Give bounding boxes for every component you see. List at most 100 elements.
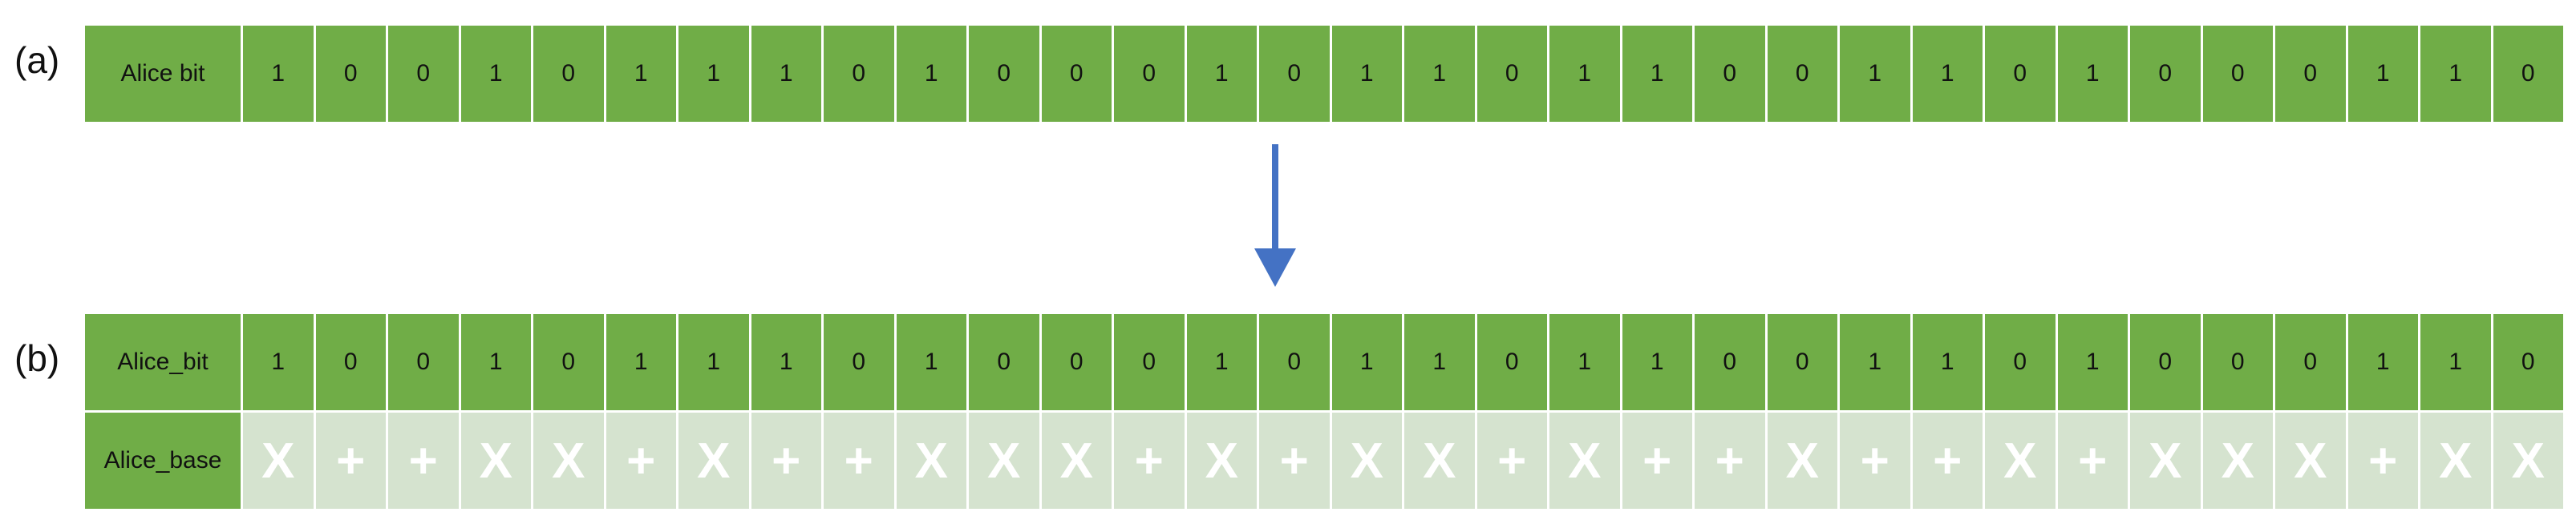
bit-cell: 0 (969, 314, 1042, 410)
bit-cell: 1 (751, 314, 824, 410)
bit-cell: 0 (2202, 26, 2275, 122)
bit-cell: 1 (2057, 26, 2130, 122)
bit-cell: 0 (2493, 26, 2563, 122)
bit-cell: 1 (1622, 26, 1695, 122)
base-cell: X (1186, 413, 1259, 509)
bit-cell: 0 (1695, 314, 1768, 410)
base-cell: + (388, 413, 461, 509)
bit-cell: 0 (1041, 26, 1114, 122)
bit-cell: 1 (2420, 26, 2493, 122)
row-header: Alice bit (85, 26, 243, 122)
base-cell: X (1404, 413, 1477, 509)
bit-cell: 0 (1985, 314, 2058, 410)
bit-cell: 1 (678, 26, 751, 122)
bit-cell: 0 (1476, 314, 1549, 410)
bit-cell: 1 (1549, 26, 1622, 122)
bit-cell: 1 (2347, 314, 2420, 410)
bit-cell: 0 (315, 314, 388, 410)
bit-cell: 1 (1186, 314, 1259, 410)
base-cell: X (1549, 413, 1622, 509)
base-cell: X (678, 413, 751, 509)
base-cell: + (1114, 413, 1187, 509)
base-cell: X (2420, 413, 2493, 509)
bit-cell: 1 (751, 26, 824, 122)
base-cell: + (1695, 413, 1768, 509)
bit-cell: 0 (2493, 314, 2563, 410)
bit-cell: 1 (1186, 26, 1259, 122)
bit-cell: 1 (896, 26, 969, 122)
base-cell: + (824, 413, 897, 509)
bit-cell: 0 (1767, 314, 1840, 410)
bit-cell: 0 (1767, 26, 1840, 122)
bit-cell: 0 (824, 26, 897, 122)
base-cell: X (1331, 413, 1404, 509)
bit-cell: 1 (678, 314, 751, 410)
bit-cell: 0 (1114, 314, 1187, 410)
bit-cell: 0 (2275, 26, 2348, 122)
row-header: Alice_bit (85, 314, 243, 410)
bit-cell: 0 (1041, 314, 1114, 410)
bit-cell: 1 (1331, 314, 1404, 410)
bit-cell: 1 (1840, 26, 1913, 122)
base-cell: + (2057, 413, 2130, 509)
bit-cell: 1 (606, 26, 678, 122)
base-cell: X (2202, 413, 2275, 509)
base-cell: X (460, 413, 533, 509)
row-header: Alice_base (85, 413, 243, 509)
base-cell: X (2493, 413, 2563, 509)
base-cell: + (1476, 413, 1549, 509)
bit-cell: 0 (2202, 314, 2275, 410)
bit-cell: 0 (1695, 26, 1768, 122)
bit-cell: 1 (606, 314, 678, 410)
bit-cell: 1 (460, 314, 533, 410)
bit-cell: 0 (1476, 26, 1549, 122)
bit-cell: 0 (2275, 314, 2348, 410)
base-cell: X (2275, 413, 2348, 509)
base-cell: + (2347, 413, 2420, 509)
bit-cell: 1 (1840, 314, 1913, 410)
bit-cell: 1 (243, 26, 316, 122)
bit-cell: 0 (1259, 314, 1332, 410)
bit-cell: 0 (2130, 26, 2203, 122)
bit-cell: 0 (388, 314, 461, 410)
base-cell: + (1912, 413, 1985, 509)
base-cell: + (1840, 413, 1913, 509)
base-cell: + (1622, 413, 1695, 509)
bit-cell: 1 (1622, 314, 1695, 410)
panel-b-label: (b) (14, 337, 60, 379)
bit-cell: 0 (388, 26, 461, 122)
bit-cell: 1 (2347, 26, 2420, 122)
base-cell: + (315, 413, 388, 509)
base-cell: X (2130, 413, 2203, 509)
bit-cell: 0 (2130, 314, 2203, 410)
base-cell: X (1767, 413, 1840, 509)
base-cell: + (606, 413, 678, 509)
base-cell: X (1041, 413, 1114, 509)
bit-cell: 1 (1404, 26, 1477, 122)
base-cell: + (751, 413, 824, 509)
bit-cell: 1 (1912, 26, 1985, 122)
bit-cell: 0 (533, 314, 606, 410)
bit-cell: 1 (2420, 314, 2493, 410)
bit-cell: 0 (1114, 26, 1187, 122)
bit-cell: 0 (315, 26, 388, 122)
down-arrow-icon (1254, 144, 1296, 287)
base-cell: X (1985, 413, 2058, 509)
bit-cell: 0 (1985, 26, 2058, 122)
bit-cell: 1 (1404, 314, 1477, 410)
bit-cell: 1 (243, 314, 316, 410)
bit-cell: 1 (896, 314, 969, 410)
bit-cell: 1 (1549, 314, 1622, 410)
base-cell: + (1259, 413, 1332, 509)
panel-a-label: (a) (14, 39, 60, 81)
base-cell: X (969, 413, 1042, 509)
bit-cell: 1 (2057, 314, 2130, 410)
bit-cell: 1 (1331, 26, 1404, 122)
bit-cell: 0 (969, 26, 1042, 122)
bit-cell: 1 (460, 26, 533, 122)
bit-cell: 0 (824, 314, 897, 410)
bit-cell: 0 (533, 26, 606, 122)
bit-cell: 1 (1912, 314, 1985, 410)
